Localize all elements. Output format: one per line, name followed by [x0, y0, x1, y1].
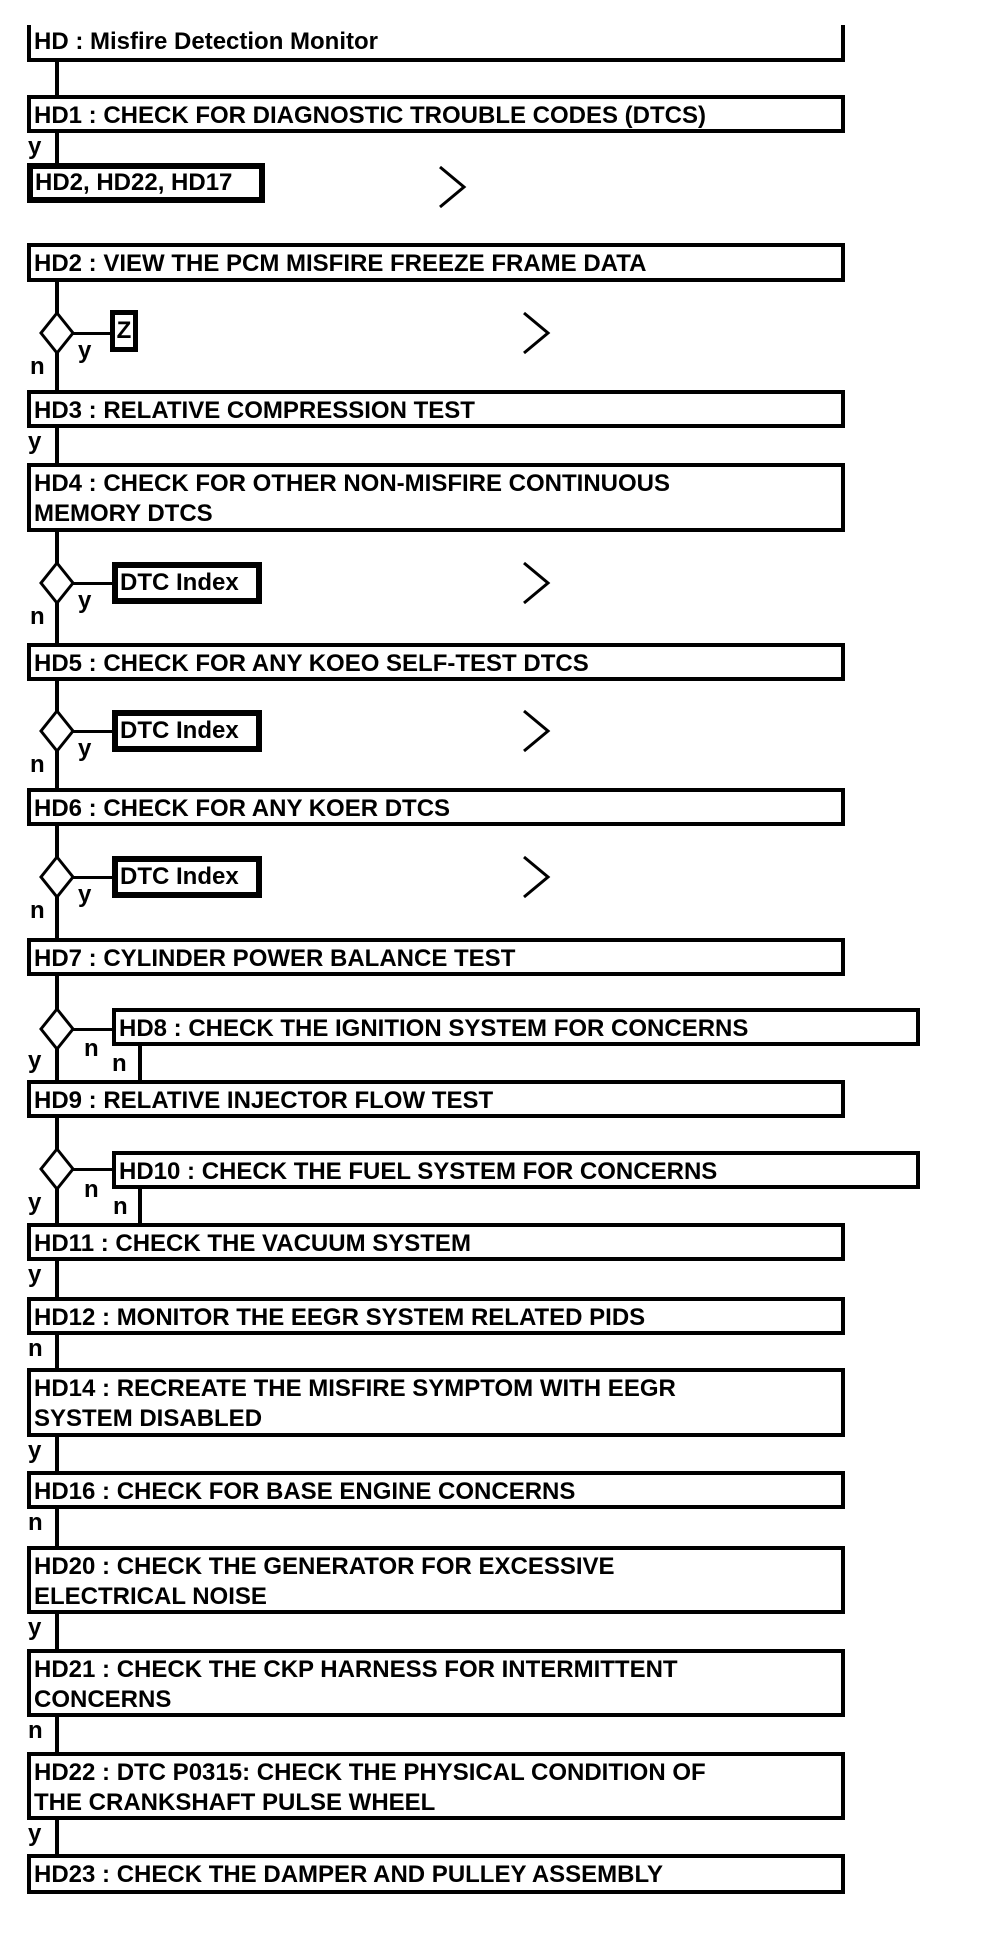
node-hd10: HD10 : CHECK THE FUEL SYSTEM FOR CONCERN… [112, 1151, 920, 1189]
node-hd22: HD22 : DTC P0315: CHECK THE PHYSICAL CON… [27, 1752, 845, 1820]
node-hd9: HD9 : RELATIVE INJECTOR FLOW TEST [27, 1080, 845, 1118]
continuation-chevron-icon [523, 561, 551, 605]
branch-label-yes: y [28, 1261, 42, 1288]
node-hd5: HD5 : CHECK FOR ANY KOEO SELF-TEST DTCS [27, 643, 845, 681]
ref-box-dtc-index[interactable]: DTC Index [112, 562, 262, 604]
connector-line [55, 1509, 59, 1546]
connector-line [55, 1437, 59, 1471]
ref-box-dtc-index[interactable]: DTC Index [112, 856, 262, 898]
connector-line [55, 1335, 59, 1368]
ref-box-dtc-list[interactable]: HD2, HD22, HD17 [27, 163, 265, 203]
branch-label-yes: y [28, 1437, 42, 1464]
connector-line [55, 62, 59, 95]
node-hd20: HD20 : CHECK THE GENERATOR FOR EXCESSIVE… [27, 1546, 845, 1614]
node-hd11: HD11 : CHECK THE VACUUM SYSTEM [27, 1223, 845, 1261]
node-hd7: HD7 : CYLINDER POWER BALANCE TEST [27, 938, 845, 976]
branch-label-no: n [28, 1509, 43, 1536]
ref-box-pinpoint-z[interactable]: Z [110, 310, 138, 352]
branch-label-no: n [84, 1176, 99, 1203]
branch-label-yes: y [28, 1047, 42, 1074]
branch-line [73, 1028, 112, 1031]
branch-label-yes: y [28, 428, 42, 455]
branch-line [73, 876, 112, 879]
branch-line [73, 730, 112, 733]
connector-line [55, 1717, 59, 1752]
decision-diamond [39, 855, 75, 899]
continuation-chevron-icon [523, 855, 551, 899]
connector-line [55, 1820, 59, 1854]
connector-line [55, 1261, 59, 1297]
node-hd21: HD21 : CHECK THE CKP HARNESS FOR INTERMI… [27, 1649, 845, 1717]
node-hd12: HD12 : MONITOR THE EEGR SYSTEM RELATED P… [27, 1297, 845, 1335]
connector-line [55, 428, 59, 463]
continuation-chevron-icon [523, 709, 551, 753]
branch-label-no: n [112, 1050, 127, 1077]
return-connector-line [138, 1189, 142, 1223]
return-connector-line [138, 1046, 142, 1080]
branch-label-yes: y [28, 1820, 42, 1847]
node-hd8: HD8 : CHECK THE IGNITION SYSTEM FOR CONC… [112, 1008, 920, 1046]
decision-diamond [39, 1147, 75, 1191]
branch-label-no: n [30, 603, 45, 630]
branch-line [73, 332, 110, 335]
node-hd1: HD1 : CHECK FOR DIAGNOSTIC TROUBLE CODES… [27, 95, 845, 133]
branch-label-no: n [30, 897, 45, 924]
decision-diamond [39, 709, 75, 753]
branch-label-yes: y [78, 337, 92, 364]
decision-diamond [39, 1007, 75, 1051]
node-hd2: HD2 : VIEW THE PCM MISFIRE FREEZE FRAME … [27, 243, 845, 282]
branch-label-no: n [30, 353, 45, 380]
branch-line [73, 1168, 112, 1171]
node-hd14: HD14 : RECREATE THE MISFIRE SYMPTOM WITH… [27, 1368, 845, 1437]
decision-diamond [39, 561, 75, 605]
connector-line [55, 1614, 59, 1649]
branch-label-no: n [84, 1035, 99, 1062]
node-hd23: HD23 : CHECK THE DAMPER AND PULLEY ASSEM… [27, 1854, 845, 1894]
ref-box-dtc-index[interactable]: DTC Index [112, 710, 262, 752]
branch-label-no: n [30, 751, 45, 778]
node-hd6: HD6 : CHECK FOR ANY KOER DTCS [27, 788, 845, 826]
branch-label-yes: y [78, 735, 92, 762]
branch-line [73, 582, 112, 585]
node-hd4: HD4 : CHECK FOR OTHER NON-MISFIRE CONTIN… [27, 463, 845, 532]
branch-label-no: n [28, 1335, 43, 1362]
branch-label-no: n [28, 1717, 43, 1744]
branch-label-no: n [113, 1193, 128, 1220]
continuation-chevron-icon [439, 165, 467, 209]
branch-label-yes: y [28, 133, 42, 160]
node-hd3: HD3 : RELATIVE COMPRESSION TEST [27, 390, 845, 428]
branch-label-yes: y [28, 1614, 42, 1641]
decision-diamond [39, 311, 75, 355]
branch-label-yes: y [78, 587, 92, 614]
branch-label-yes: y [78, 881, 92, 908]
node-hd16: HD16 : CHECK FOR BASE ENGINE CONCERNS [27, 1471, 845, 1509]
node-hd: HD : Misfire Detection Monitor [27, 25, 845, 62]
connector-line [55, 133, 59, 163]
branch-label-yes: y [28, 1189, 42, 1216]
continuation-chevron-icon [523, 311, 551, 355]
